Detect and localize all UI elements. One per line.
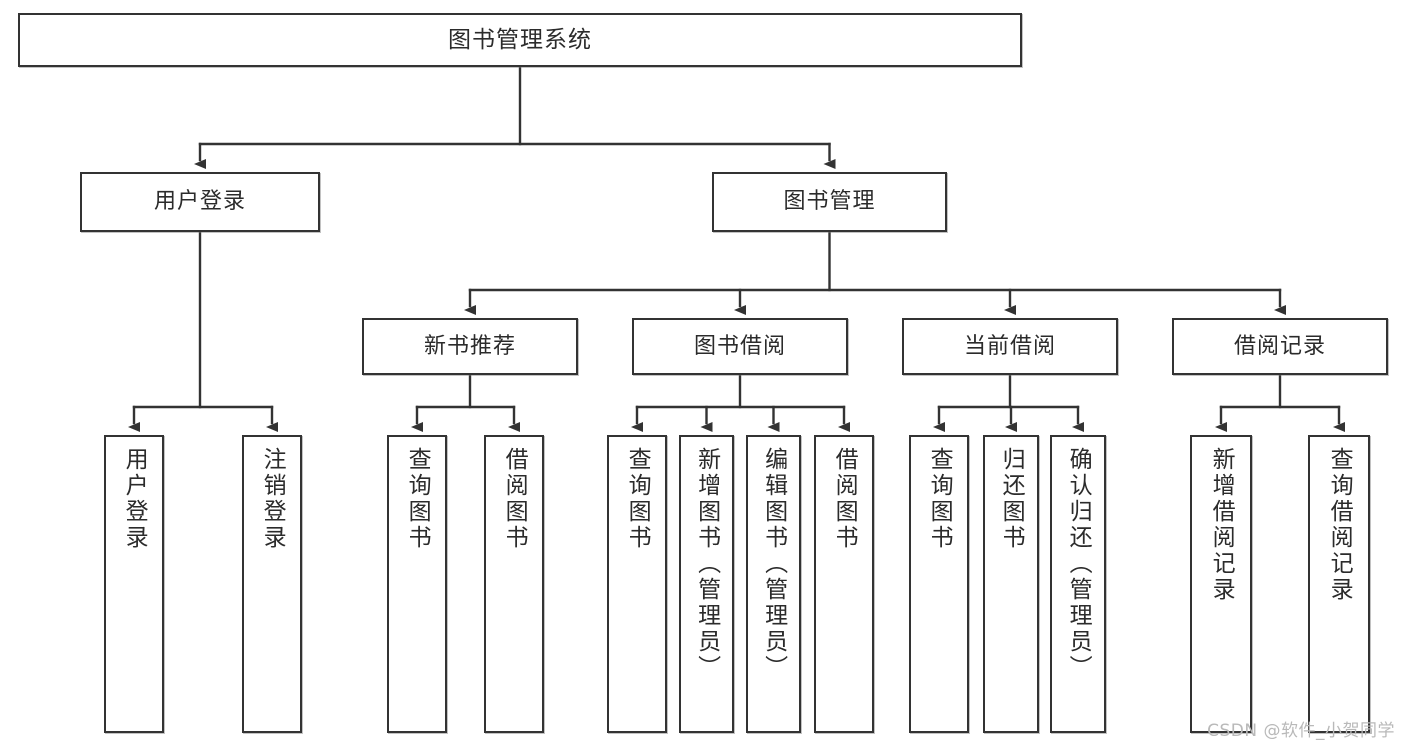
node-book-mgmt[interactable]: 图书管理 bbox=[712, 172, 947, 232]
node-leaf-log-add[interactable]: 新增借阅记录 bbox=[1190, 435, 1252, 733]
node-leaf-cb-return[interactable]: 归还图书 bbox=[983, 435, 1039, 733]
node-label: 新书推荐 bbox=[423, 333, 516, 359]
node-label: 注销登录 bbox=[259, 447, 286, 551]
node-label: 归还图书 bbox=[998, 447, 1025, 551]
node-label: 借阅图书 bbox=[831, 447, 858, 551]
node-new-book-rec[interactable]: 新书推荐 bbox=[362, 318, 578, 375]
node-label: 确认归还（管理员） bbox=[1065, 447, 1092, 681]
node-label: 图书管理 bbox=[783, 189, 876, 215]
node-label: 查询图书 bbox=[926, 447, 953, 551]
node-leaf-bb-add[interactable]: 新增图书（管理员） bbox=[679, 435, 734, 733]
node-leaf-user-logout[interactable]: 注销登录 bbox=[242, 435, 302, 733]
node-borrow-log[interactable]: 借阅记录 bbox=[1172, 318, 1388, 375]
node-root[interactable]: 图书管理系统 bbox=[18, 13, 1022, 67]
node-label: 新增借阅记录 bbox=[1208, 447, 1235, 603]
node-leaf-user-login[interactable]: 用户登录 bbox=[104, 435, 164, 733]
node-leaf-log-query[interactable]: 查询借阅记录 bbox=[1308, 435, 1370, 733]
node-label: 当前借阅 bbox=[963, 333, 1056, 359]
watermark-text: CSDN @软件_小贺同学 bbox=[1207, 721, 1395, 741]
node-label: 查询借阅记录 bbox=[1326, 447, 1353, 603]
node-label: 图书管理系统 bbox=[448, 26, 592, 53]
node-label: 编辑图书（管理员） bbox=[760, 447, 787, 681]
node-label: 用户登录 bbox=[121, 447, 148, 551]
node-label: 借阅记录 bbox=[1233, 333, 1326, 359]
node-label: 查询图书 bbox=[404, 447, 431, 551]
node-label: 借阅图书 bbox=[501, 447, 528, 551]
node-leaf-rec-query[interactable]: 查询图书 bbox=[387, 435, 447, 733]
node-label: 新增图书（管理员） bbox=[693, 447, 720, 681]
node-leaf-bb-edit[interactable]: 编辑图书（管理员） bbox=[746, 435, 801, 733]
node-leaf-bb-query[interactable]: 查询图书 bbox=[607, 435, 667, 733]
node-label: 用户登录 bbox=[153, 189, 246, 215]
node-label: 图书借阅 bbox=[693, 333, 786, 359]
node-label: 查询图书 bbox=[624, 447, 651, 551]
node-cur-borrow[interactable]: 当前借阅 bbox=[902, 318, 1118, 375]
node-leaf-bb-borrow[interactable]: 借阅图书 bbox=[814, 435, 874, 733]
node-leaf-rec-borrow[interactable]: 借阅图书 bbox=[484, 435, 544, 733]
node-leaf-cb-confirm[interactable]: 确认归还（管理员） bbox=[1050, 435, 1106, 733]
node-leaf-cb-query[interactable]: 查询图书 bbox=[909, 435, 969, 733]
node-user-login[interactable]: 用户登录 bbox=[80, 172, 320, 232]
node-book-borrow[interactable]: 图书借阅 bbox=[632, 318, 848, 375]
